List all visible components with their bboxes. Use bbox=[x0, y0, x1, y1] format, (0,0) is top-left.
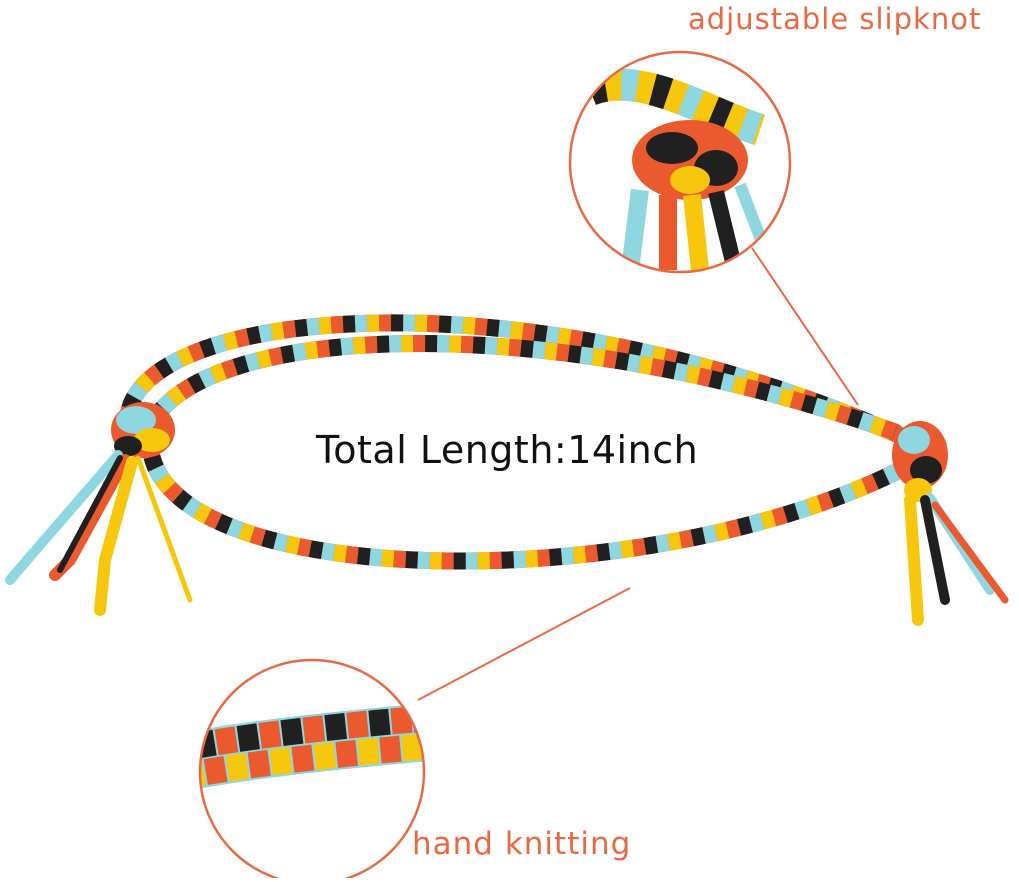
slipknot-leader-line bbox=[751, 247, 859, 406]
knitting-leader-line bbox=[417, 587, 631, 701]
knitting-zoom-icon bbox=[198, 658, 426, 882]
bracelet-icon bbox=[119, 314, 919, 570]
left-knot-icon bbox=[5, 402, 193, 616]
right-knot-icon bbox=[892, 421, 1009, 626]
slipknot-callout-label: adjustable slipknot bbox=[688, 2, 982, 36]
slipknot-zoom-icon bbox=[568, 50, 792, 274]
total-length-label: Total Length:14inch bbox=[316, 428, 699, 472]
hand-knitting-callout-label: hand knitting bbox=[412, 826, 632, 862]
